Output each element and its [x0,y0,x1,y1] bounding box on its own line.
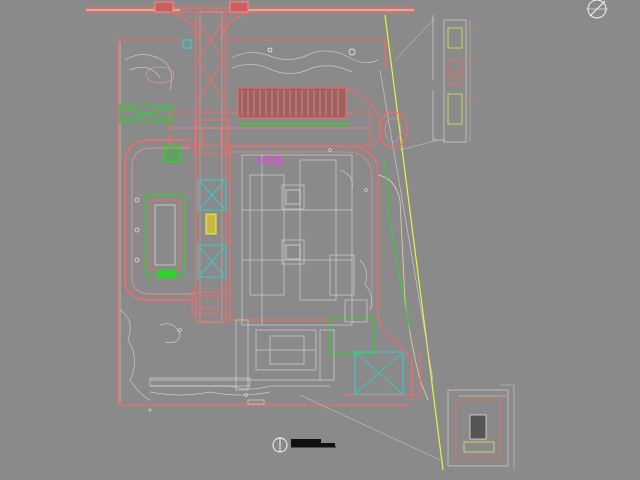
southeast-detail-inset [447,384,515,470]
northeast-detail-inset [394,15,476,151]
north-landscape [124,47,379,91]
north-arrow-icon [586,0,608,19]
east-landscape [339,111,411,331]
southeast-plaza [340,350,421,396]
site-boundary [117,14,444,471]
main-axis [191,11,230,323]
south-landscape [119,309,441,461]
ring-road [229,145,429,401]
annotation-marks [148,148,368,412]
scale-bar-icon [272,437,336,453]
main-building [235,154,368,391]
sports-field [124,139,195,301]
top-road [86,1,414,41]
entrance-plaza [169,87,384,147]
green-areas [119,39,375,355]
building-label: 文体馆 [256,157,284,167]
